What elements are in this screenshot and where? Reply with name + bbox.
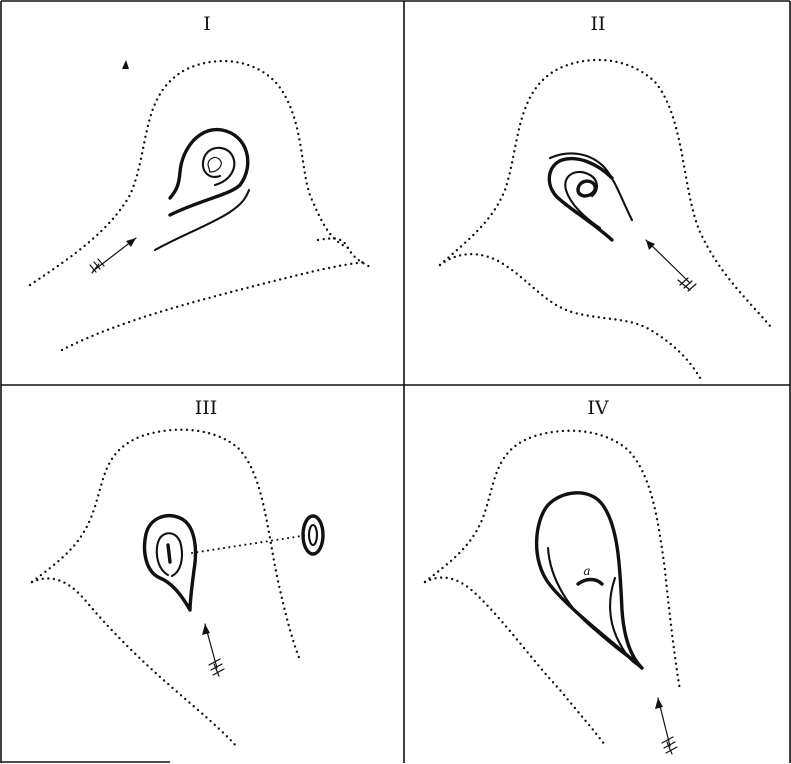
panel-1-label: I: [203, 13, 211, 35]
panel-4-drop-outer: [534, 491, 644, 670]
panel-2-spiral-core: [576, 179, 597, 198]
panel-3-ring-inner: [307, 523, 319, 547]
panel-1-spiral: [153, 127, 251, 252]
panel-3-arrow: [202, 623, 225, 677]
panel-1-spiral-inner: [201, 146, 236, 187]
panel-1-arrow-fletching: [89, 258, 105, 274]
panel-2: II: [438, 13, 772, 380]
panel-2-spiral-inner: [564, 170, 602, 230]
panel-2-arrow: [645, 239, 697, 292]
panel-4-arrow-fletching: [661, 736, 678, 755]
panel-3-loop-inner: [155, 532, 184, 578]
panel-3-label: III: [195, 397, 218, 419]
panel-3-connector: [190, 533, 310, 555]
panel-1-outline-ridge: [316, 237, 372, 269]
panel-3-loop-core: [166, 543, 172, 564]
panel-4-inner-label: a: [583, 564, 590, 578]
panel-4-drop: a: [534, 491, 644, 670]
panel-1-spiral-core: [207, 156, 222, 173]
panel-3-arrow-head: [202, 624, 210, 635]
panel-3-ring-outer: [301, 514, 325, 556]
panel-2-arrow-head: [646, 240, 655, 250]
panel-4-drop-mark: [576, 577, 604, 586]
panel-2-spiral-outer-lip: [548, 152, 634, 222]
panel-3-arrow-fletching: [208, 658, 225, 677]
panel-2-arrow-fletching: [677, 277, 697, 292]
panel-3-loop-outer: [142, 514, 198, 612]
panel-4-label: IV: [587, 397, 609, 419]
panel-3: III: [30, 397, 325, 750]
panel-1-arrow-head: [126, 238, 136, 247]
panel-4-arrow: [655, 697, 678, 755]
panel-1-spiral-outer: [168, 127, 250, 217]
panel-1-spiral-tail: [153, 188, 251, 252]
panel-3-ring: [301, 514, 325, 556]
panel-1-outline: [28, 59, 350, 287]
panel-1: I: [28, 13, 372, 352]
panel-4-lower-outline: [423, 576, 607, 747]
panel-3-lower-outline: [30, 577, 240, 750]
panel-4-drop-inner-right: [609, 576, 638, 666]
panel-4-arrow-head: [655, 698, 663, 709]
panel-3-outline: [30, 428, 302, 662]
panel-2-spiral: [547, 152, 634, 242]
panel-4-outline: [423, 429, 682, 692]
panel-2-lower-outline: [438, 252, 702, 380]
panel-2-arrow-shaft: [645, 239, 691, 284]
panel-1-arrow: [89, 237, 137, 274]
panel-2-spiral-outer: [547, 157, 614, 242]
panel-1-lower-outline: [60, 260, 367, 352]
panel-2-outline: [438, 58, 772, 328]
panel-2-label: II: [590, 13, 605, 35]
panel-4-drop-inner-left: [546, 546, 637, 664]
panel-4: IV a: [423, 397, 682, 755]
panel-1-ink-blot: [122, 60, 129, 69]
panel-3-loop: [142, 514, 198, 612]
